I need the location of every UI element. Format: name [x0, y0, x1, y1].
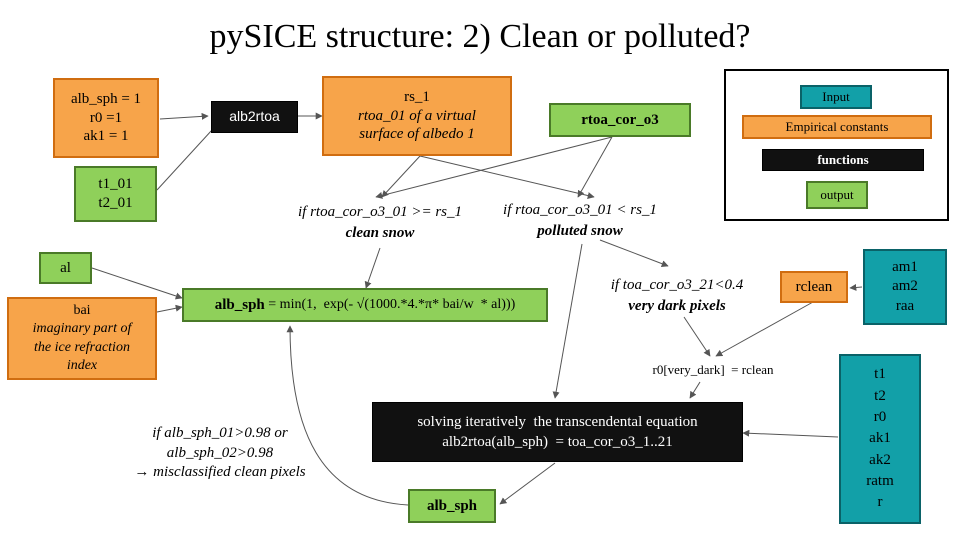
rtoa-cor-o3-box: rtoa_cor_o3	[549, 103, 691, 137]
am1-label: am1	[892, 258, 918, 275]
legend-output: output	[806, 181, 868, 209]
arrow-albsph-to-formula	[286, 325, 409, 506]
polluted-condition-text: if rtoa_cor_o3_01 < rs_1	[503, 202, 657, 218]
param-r0: r0	[873, 409, 887, 426]
arrow-polluted-to-dark	[599, 239, 669, 268]
arrow-polluted-to-solving	[552, 243, 583, 399]
legend-functions: functions	[762, 149, 924, 171]
param-t1: t1	[874, 366, 886, 383]
legend-constants: Empirical constants	[742, 115, 932, 139]
am2-label: am2	[892, 278, 918, 295]
polluted-condition: if rtoa_cor_o3_01 < rs_1 polluted snow	[480, 200, 680, 242]
alb-sph-output-label: alb_sph	[426, 497, 478, 514]
rclean-box: rclean	[780, 271, 848, 303]
param-r: r	[877, 494, 883, 511]
am-input-box: am1 am2 raa	[863, 249, 947, 325]
arrow-rs-to-polluted	[419, 155, 595, 199]
misclass-line-2: alb_sph_02>0.98	[166, 444, 274, 461]
al-input-box: al	[39, 252, 92, 284]
alb2rtoa-function: alb2rtoa	[211, 101, 298, 133]
t1-01-label: t1_01	[98, 176, 133, 193]
legend-input-label: Input	[822, 88, 850, 104]
solving-function-box: solving iteratively the transcendental e…	[372, 402, 743, 462]
dark-pixels-condition: if toa_cor_o3_21<0.4 very dark pixels	[582, 275, 772, 317]
const-r0: r0 =1	[89, 109, 123, 126]
arrow-bai-to-formula	[156, 304, 183, 313]
param-t2: t2	[874, 387, 886, 404]
misclass-line-1: if alb_sph_01>0.98 or	[152, 425, 288, 441]
legend-output-label: output	[820, 186, 854, 202]
bai-desc-3: index	[66, 357, 98, 373]
dark-condition-text: if toa_cor_o3_21<0.4	[610, 277, 744, 293]
arrow-solving-to-albsph	[499, 462, 556, 505]
param-ak1: ak1	[869, 430, 891, 447]
clean-snow-label: clean snow	[345, 225, 415, 241]
arrow-tlist-to-solving	[742, 429, 839, 438]
r0-assignment-text: r0[very_dark] = rclean	[652, 362, 774, 377]
raa-label: raa	[895, 297, 915, 314]
bai-label: bai	[73, 303, 91, 319]
solving-line-1: solving iteratively the transcendental e…	[417, 413, 698, 430]
arrow-al-to-formula	[91, 267, 183, 300]
parameters-input-box: t1 t2 r0 ak1 ak2 ratm r	[839, 354, 921, 524]
const-alb-sph: alb_sph = 1	[70, 90, 142, 107]
alb-sph-output-box: alb_sph	[408, 489, 496, 523]
param-ratm: ratm	[866, 472, 894, 489]
arrow-consts-to-alb2rtoa	[159, 112, 209, 120]
arrow-dark-to-r0assign	[683, 316, 711, 357]
al-label: al	[60, 259, 71, 276]
arrow-r0assign-to-solving	[689, 381, 701, 399]
const-ak1: ak1 = 1	[83, 128, 129, 145]
page-title: pySICE structure: 2) Clean or polluted?	[209, 18, 751, 55]
misclass-line-3: → misclassified clean pixels	[134, 464, 306, 480]
arrow-rclean-to-r0assign	[715, 301, 814, 357]
t2-01-label: t2_01	[98, 195, 133, 211]
albedo-formula-box: alb_sph = min(1, exp(- √(1000.*4.*π* bai…	[182, 288, 548, 322]
legend-constants-label: Empirical constants	[785, 118, 889, 134]
arrow-clean-to-formula	[364, 247, 381, 289]
formula-variable: alb_sph	[214, 296, 265, 313]
legend-input: Input	[800, 85, 872, 109]
rs-1-desc-2: surface of albedo 1	[359, 126, 475, 143]
formula-expression: = min(1, exp(- √(1000.*4.*π* bai/w * al)…	[264, 297, 516, 313]
arrow-rtoacor-to-clean	[375, 136, 613, 199]
misclassification-note: if alb_sph_01>0.98 or alb_sph_02>0.98 → …	[100, 424, 340, 483]
rs-1-label: rs_1	[404, 88, 430, 105]
arrow-rtoacor-to-polluted	[577, 136, 613, 198]
clean-condition: if rtoa_cor_o3_01 >= rs_1 clean snow	[270, 202, 490, 244]
param-ak2: ak2	[869, 451, 891, 468]
rtoa-cor-o3-label: rtoa_cor_o3	[581, 111, 659, 128]
rs-1-box: rs_1 rtoa_01 of a virtual surface of alb…	[322, 76, 512, 156]
clean-condition-text: if rtoa_cor_o3_01 >= rs_1	[297, 204, 462, 220]
legend-functions-label: functions	[817, 151, 869, 167]
rs-1-desc-1: rtoa_01 of a virtual	[358, 107, 476, 124]
very-dark-pixels-label: very dark pixels	[628, 298, 726, 314]
solving-line-2: alb2rtoa(alb_sph) = toa_cor_o3_1..21	[442, 434, 673, 450]
polluted-snow-label: polluted snow	[537, 223, 623, 239]
alb2rtoa-label: alb2rtoa	[229, 108, 280, 125]
bai-desc-2: the ice refraction	[34, 339, 130, 355]
arrow-am-to-rclean	[849, 283, 863, 291]
arrow-rs-to-clean	[381, 155, 421, 198]
line-t-to-alb2rtoa	[156, 129, 213, 191]
r0-assignment: r0[very_dark] = rclean	[628, 362, 798, 378]
rclean-label: rclean	[795, 278, 833, 295]
bai-desc-1: imaginary part of	[32, 321, 132, 337]
constants-box: alb_sph = 1 r0 =1 ak1 = 1	[53, 78, 159, 158]
t-input-box: t1_01 t2_01	[74, 166, 157, 222]
bai-box: bai imaginary part of the ice refraction…	[7, 297, 157, 380]
